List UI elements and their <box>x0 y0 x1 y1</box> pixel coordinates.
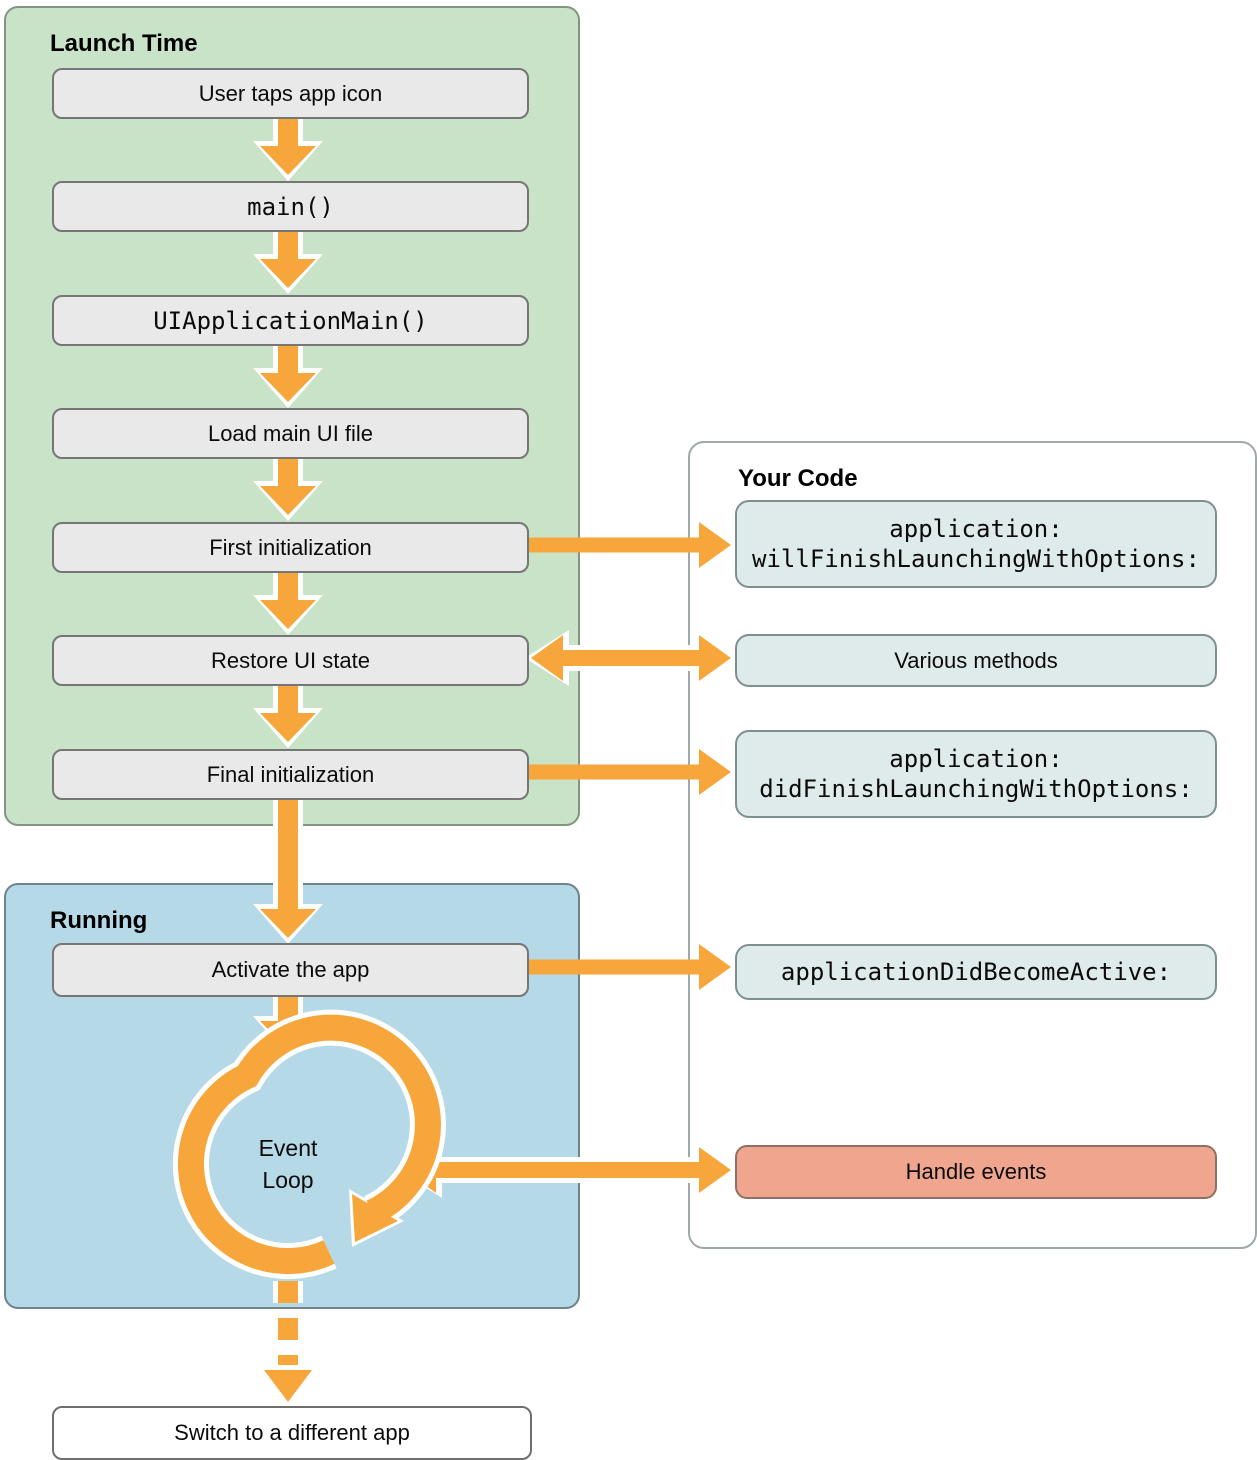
node-label: Restore UI state <box>211 647 370 673</box>
arrow-load-ui-to-first-init <box>253 456 323 521</box>
node-label: main() <box>247 192 334 221</box>
method-line2: willFinishLaunchingWithOptions: <box>752 545 1200 573</box>
node-switch-to-different-app: Switch to a different app <box>52 1406 532 1460</box>
arrow-event-loop-handle-events-bidirectional <box>398 1142 737 1198</box>
method-will-finish-launching: application: willFinishLaunchingWithOpti… <box>735 500 1217 588</box>
node-label: Final initialization <box>206 761 375 787</box>
panel-your-code-title: Your Code <box>738 465 858 492</box>
method-line1: application: <box>889 515 1063 543</box>
node-label: Activate the app <box>211 957 370 982</box>
node-restore-ui-state: Restore UI state <box>52 635 529 686</box>
event-loop-line1: Event <box>258 1135 318 1161</box>
method-line1: application: <box>889 745 1063 773</box>
arrow-event-loop-to-switch-app-dashed <box>257 1281 319 1408</box>
arrow-final-init-to-did-finish <box>526 749 731 795</box>
method-line2: didFinishLaunchingWithOptions: <box>759 775 1193 803</box>
method-various-methods: Various methods <box>735 634 1217 687</box>
node-uiapplicationmain: UIApplicationMain() <box>52 295 529 346</box>
node-main: main() <box>52 181 529 232</box>
arrow-uiapplicationmain-to-load-ui <box>253 342 323 408</box>
arrow-activate-to-did-become-active <box>526 944 731 990</box>
node-first-initialization: First initialization <box>52 522 529 573</box>
node-label: Various methods <box>894 647 1058 673</box>
node-activate-the-app: Activate the app <box>52 943 529 997</box>
method-handle-events: Handle events <box>735 1145 1217 1199</box>
panel-launch-time-title: Launch Time <box>50 30 198 57</box>
arrow-main-to-uiapplicationmain <box>253 229 323 294</box>
arrow-first-init-to-restore <box>253 569 323 635</box>
method-did-become-active: applicationDidBecomeActive: <box>735 944 1217 1000</box>
arrow-restore-to-final-init <box>253 683 323 748</box>
node-label: User taps app icon <box>198 80 383 106</box>
node-label: First initialization <box>209 534 372 560</box>
event-loop-line2: Loop <box>262 1167 314 1193</box>
node-label: applicationDidBecomeActive: <box>780 958 1172 986</box>
node-label: Load main UI file <box>207 420 374 446</box>
arrow-first-init-to-will-finish <box>526 522 731 568</box>
panel-running-title: Running <box>50 907 148 934</box>
method-did-finish-launching: application: didFinishLaunchingWithOptio… <box>735 730 1217 818</box>
node-final-initialization: Final initialization <box>52 749 529 800</box>
node-user-taps-app-icon: User taps app icon <box>52 68 529 119</box>
node-label: UIApplicationMain() <box>153 306 428 335</box>
event-loop-circle-arrow <box>172 1009 446 1280</box>
arrow-user-taps-to-main <box>253 116 323 181</box>
node-label: Handle events <box>905 1159 1047 1184</box>
arrow-restore-various-bidirectional <box>525 630 737 686</box>
arrow-final-init-to-activate <box>253 796 323 944</box>
node-load-main-ui-file: Load main UI file <box>52 408 529 459</box>
node-label: Switch to a different app <box>174 1420 410 1445</box>
node-event-loop-label: Event Loop <box>188 1132 388 1196</box>
